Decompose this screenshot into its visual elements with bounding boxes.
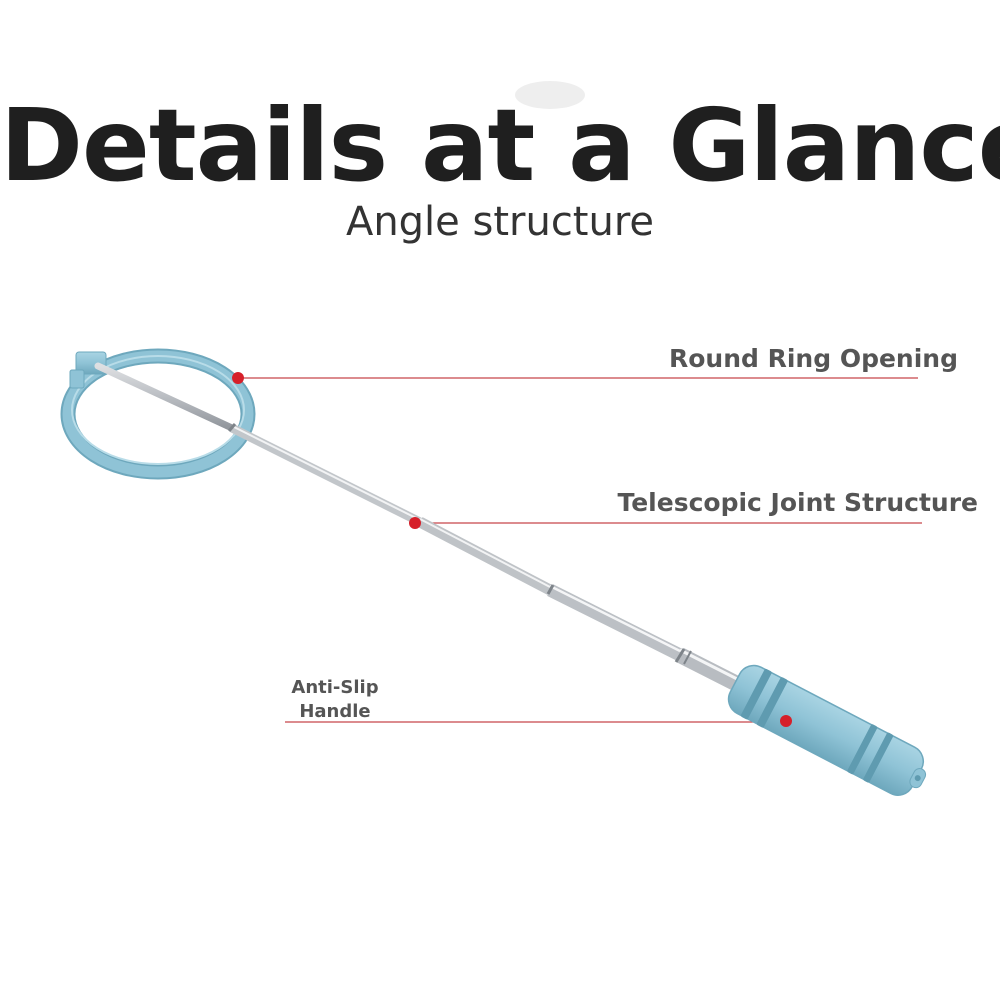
handle-label-line2: Handle xyxy=(299,701,371,722)
page-title: Details at a Glance xyxy=(0,87,1000,204)
round-ring xyxy=(60,348,256,480)
background-smudge xyxy=(515,81,585,109)
telescopic-joint-label: Telescopic Joint Structure xyxy=(617,488,978,517)
telescopic-rod xyxy=(94,362,749,696)
ring-opening-label: Round Ring Opening xyxy=(668,344,958,373)
ring-marker-dot xyxy=(232,372,244,384)
anti-slip-handle-label: Anti-Slip Handle xyxy=(260,676,410,724)
page-subtitle: Angle structure xyxy=(345,199,655,245)
handle-label-line1: Anti-Slip xyxy=(291,677,379,698)
handle-marker-dot xyxy=(780,715,792,727)
anti-slip-handle xyxy=(727,664,927,796)
joint-marker-dot xyxy=(409,517,421,529)
